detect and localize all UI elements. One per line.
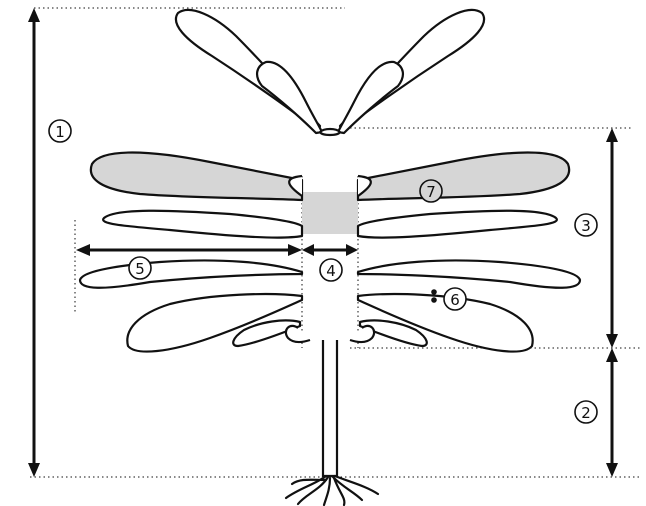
shaded-leaf-right	[358, 153, 569, 201]
label-5: 5	[129, 257, 151, 279]
label-7: 7	[420, 180, 442, 202]
node-bract-left	[286, 326, 310, 342]
arrow-3-top-head	[606, 128, 618, 142]
root-7	[292, 480, 326, 484]
stem	[323, 340, 337, 476]
label-3-text: 3	[581, 217, 591, 235]
arrow-1-top-head	[28, 8, 40, 22]
arrow-1-bottom-head	[28, 463, 40, 477]
arrow-5-right-head	[288, 244, 302, 256]
label-2: 2	[575, 401, 597, 423]
leaf-left-2	[103, 211, 302, 238]
label-7-text: 7	[426, 183, 436, 201]
label-5-text: 5	[135, 260, 145, 278]
leaf-right-2	[358, 211, 557, 238]
arrow-4	[302, 244, 358, 256]
arrow-4-left-head	[302, 244, 314, 256]
spot-dot-1	[431, 289, 437, 295]
top-leaves	[176, 10, 484, 135]
label-1-text: 1	[55, 123, 65, 141]
arrow-2-top-head	[606, 348, 618, 362]
roots	[286, 476, 378, 505]
arrow-3	[606, 128, 618, 348]
shaded-node-region	[302, 192, 358, 234]
node-bract-right	[350, 326, 374, 342]
label-4: 4	[320, 259, 342, 281]
spot-dot-2	[431, 297, 437, 303]
leaf-left-3	[80, 260, 302, 287]
arrow-1	[28, 8, 40, 477]
label-6-text: 6	[450, 291, 460, 309]
arrow-2	[606, 348, 618, 477]
arrow-2-bottom-head	[606, 463, 618, 477]
top-leaf-right-inner	[338, 62, 403, 133]
arrow-5	[76, 244, 302, 256]
label-3: 3	[575, 214, 597, 236]
top-leaf-left-inner	[257, 62, 322, 133]
arrow-3-bottom-head	[606, 334, 618, 348]
apical-bud	[320, 129, 340, 135]
arrow-5-left-head	[76, 244, 90, 256]
label-6: 6	[444, 288, 466, 310]
label-2-text: 2	[581, 404, 591, 422]
arrow-4-right-head	[346, 244, 358, 256]
label-4-text: 4	[326, 262, 336, 280]
leaf-right-3	[358, 260, 580, 287]
label-1: 1	[49, 120, 71, 142]
shaded-leaf-left	[91, 153, 302, 201]
